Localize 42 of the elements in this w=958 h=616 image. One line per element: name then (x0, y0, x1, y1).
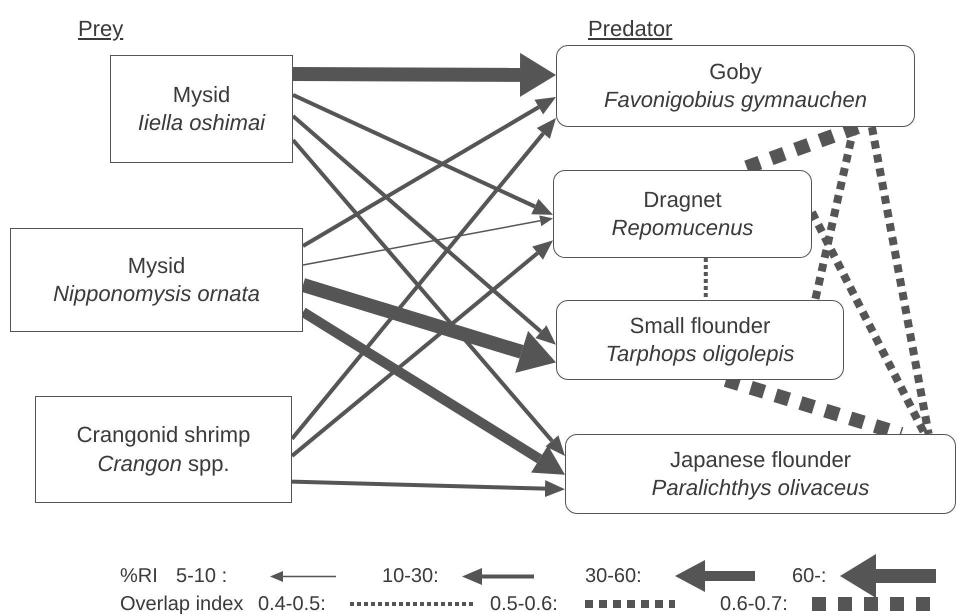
common-name: Mysid (128, 252, 186, 279)
species-box (553, 170, 812, 258)
overlap-line (868, 126, 933, 435)
species-box (10, 228, 303, 332)
legend-title: Overlap index (120, 594, 244, 614)
scientific-name: Paralichthys olivaceus (652, 475, 870, 502)
scientific-name: Tarphops oligolepis (606, 341, 794, 368)
arrow (292, 114, 556, 345)
species-box (110, 55, 293, 163)
legend-label: 0.4-0.5: (258, 594, 326, 614)
legend-label: 0.5-0.6: (490, 594, 558, 614)
species-box (565, 434, 956, 514)
column-heading: Prey (78, 16, 124, 42)
arrow (302, 215, 553, 266)
scientific-name: Iiella oshimai (138, 110, 266, 136)
species-box (556, 300, 844, 380)
common-name: Mysid (172, 82, 230, 108)
species-box (35, 396, 292, 503)
scientific-name: Nipponomysis ornata (53, 281, 260, 308)
common-name: Dragnet (643, 186, 722, 213)
species-box (556, 45, 915, 127)
legend-title: %RI (120, 566, 158, 586)
legend-label: 5-10 : (176, 566, 228, 586)
overlap-line (704, 258, 708, 300)
legend-label: 0.6-0.7: (720, 594, 788, 614)
overlap-line (811, 126, 858, 301)
scientific-name: Crangon spp. (97, 450, 230, 477)
arrow (302, 97, 556, 248)
scientific-name: Favonigobius gymnauchen (604, 87, 867, 114)
arrow (292, 93, 553, 215)
legend-label: 10-30: (382, 566, 439, 586)
arrow (292, 480, 565, 498)
arrow (290, 240, 553, 458)
common-name: Japanese flounder (670, 446, 852, 473)
common-name: Crangonid shrimp (76, 422, 250, 448)
legend-label: 60-: (792, 566, 826, 586)
arrow (292, 52, 556, 97)
scientific-name: Repomucenus (612, 215, 754, 242)
column-heading: Predator (588, 16, 672, 42)
legend-label: 30-60: (585, 566, 642, 586)
common-name: Goby (709, 58, 762, 85)
common-name: Small flounder (630, 312, 770, 339)
